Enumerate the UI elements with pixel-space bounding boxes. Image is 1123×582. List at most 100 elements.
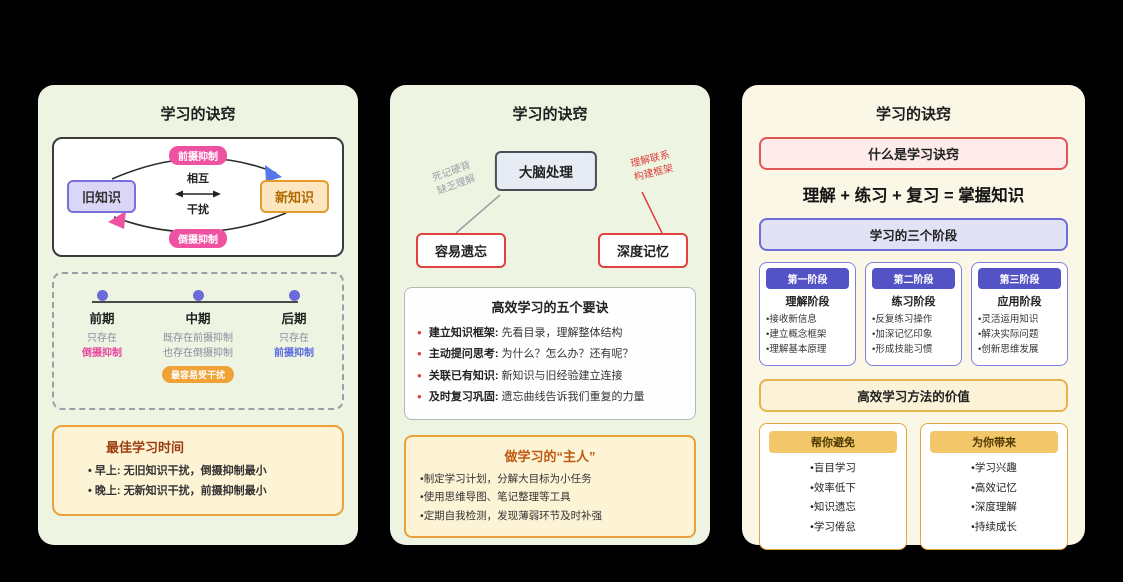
phase-label: 前期	[89, 312, 115, 326]
stage-card-1: 第一阶段 理解阶段 接收新信息 建立概念框架 理解基本原理	[759, 262, 856, 366]
list-item: 灵活运用知识	[978, 312, 1061, 327]
timeline-dot-icon	[96, 290, 108, 301]
list-item: 持续成长	[971, 518, 1017, 538]
page-title: 学习的诀窍	[160, 106, 236, 123]
stage-badge: 第二阶段	[872, 268, 955, 289]
learning-phase-timeline: 前期 只存在 倒摄抑制 中期 既存在前摄抑制 也存在倒摄抑制 最容易受干扰 后期…	[52, 272, 344, 410]
list-item: 形成技能习惯	[872, 342, 955, 357]
list-item: 理解基本原理	[766, 342, 849, 357]
learning-master-box: 做学习的“主人” 制定学习计划，分解大目标为小任务 使用思维导图、笔记整理等工具…	[404, 434, 696, 538]
stage-badge: 第一阶段	[766, 268, 849, 289]
phase-note: 也存在倒摄抑制	[163, 348, 233, 359]
list-item: 深度理解	[971, 498, 1017, 518]
phase-note: 只存在	[87, 333, 117, 344]
item-text: 新知识与旧经验建立连接	[501, 369, 623, 382]
list-item: ● 及时复习巩固:遗忘曲线告诉我们重复的力量	[417, 387, 683, 408]
three-stages-header: 学习的三个阶段	[759, 218, 1068, 251]
stage-badge: 第三阶段	[978, 268, 1061, 289]
phase-note: 只存在	[279, 333, 309, 344]
interfere-label: 干扰	[187, 204, 209, 217]
five-keys-title: 高效学习的五个要诀	[491, 300, 609, 315]
old-knowledge-box: 旧知识	[67, 180, 137, 213]
timeline-dot-icon	[288, 290, 300, 301]
red-dot-icon: ●	[417, 349, 422, 359]
panel-learning-stages: 学习的诀窍 什么是学习诀窍 理解 + 练习 + 复习 = 掌握知识 学习的三个阶…	[742, 85, 1085, 551]
list-item: 建立概念框架	[766, 327, 849, 342]
avoid-card: 帮你避免 盲目学习 效率低下 知识遗忘 学习倦怠	[759, 422, 907, 551]
value-row: 帮你避免 盲目学习 效率低下 知识遗忘 学习倦怠 为你带来 学习兴趣 高效记忆 …	[759, 422, 1068, 551]
item-text: 先看目录，理解整体结构	[501, 327, 623, 339]
item-label: 建立知识框架:	[428, 327, 499, 339]
what-is-tips-box: 什么是学习诀窍	[759, 137, 1068, 170]
red-dot-icon: ●	[417, 328, 422, 337]
knowledge-interference-diagram: 旧知识 新知识 相互 干扰 前摄抑制 倒摄抑制	[52, 137, 344, 257]
mutual-label: 相互	[187, 173, 209, 185]
list-item: 创新思维发展	[978, 342, 1061, 357]
phase-note: 倒摄抑制	[82, 348, 122, 359]
list-item: 学习兴趣	[971, 459, 1017, 479]
new-knowledge-box: 新知识	[259, 180, 329, 213]
stage-name: 应用阶段	[997, 296, 1042, 308]
double-arrow-icon	[175, 190, 221, 198]
brain-processing-box: 大脑处理	[494, 151, 597, 191]
list-item: 接收新信息	[766, 312, 849, 327]
item-label: 主动提问思考:	[428, 348, 499, 361]
list-item: ● 主动提问思考:为什么？怎么办？还有呢？	[417, 344, 683, 365]
timeline-phase-early: 前期 只存在 倒摄抑制	[54, 290, 150, 383]
mutual-interference-label: 相互 干扰	[175, 173, 221, 217]
retroactive-inhibition-badge: 倒摄抑制	[169, 229, 227, 248]
item-label: 及时复习巩固:	[428, 391, 499, 404]
list-item: 盲目学习	[810, 459, 856, 479]
stages-row: 第一阶段 理解阶段 接收新信息 建立概念框架 理解基本原理 第二阶段 练习阶段 …	[759, 262, 1068, 366]
learning-formula: 理解 + 练习 + 复习 = 掌握知识	[802, 187, 1025, 205]
stage-name: 理解阶段	[785, 296, 830, 308]
list-item: 知识遗忘	[810, 498, 856, 518]
list-item: 晚上: 无新知识干扰，前摄抑制最小	[88, 482, 328, 502]
diagram-connector-lines-icon	[455, 191, 663, 234]
panel-efficient-learning: 学习的诀窍 大脑处理 死记硬背 缺乏理解 理解联系 构建框架 容易遗忘 深度记忆…	[390, 85, 710, 545]
page-title: 学习的诀窍	[512, 106, 588, 123]
list-item: 高效记忆	[971, 479, 1017, 499]
avoid-header: 帮你避免	[769, 430, 897, 453]
method-value-header: 高效学习方法的价值	[759, 378, 1068, 412]
timeline-dot-icon	[192, 290, 204, 301]
list-item: 定期自我检测，发现薄弱环节及时补强	[420, 507, 680, 525]
bring-card: 为你带来 学习兴趣 高效记忆 深度理解 持续成长	[920, 422, 1068, 551]
list-item: 早上: 无旧知识干扰，倒摄抑制最小	[88, 462, 328, 482]
best-learning-time-box: 最佳学习时间 早上: 无旧知识干扰，倒摄抑制最小 晚上: 无新知识干扰，前摄抑制…	[52, 425, 344, 516]
list-item: 解决实际问题	[978, 327, 1061, 342]
item-text: 遗忘曲线告诉我们重复的力量	[501, 391, 645, 404]
best-time-title: 最佳学习时间	[106, 440, 185, 455]
bring-header: 为你带来	[930, 430, 1058, 453]
deep-memory-box: 深度记忆	[597, 233, 688, 268]
proactive-inhibition-badge: 前摄抑制	[169, 146, 227, 165]
list-item: 学习倦怠	[810, 518, 856, 538]
timeline-phase-late: 后期 只存在 前摄抑制	[246, 290, 342, 383]
easy-forget-box: 容易遗忘	[416, 233, 507, 268]
stage-card-3: 第三阶段 应用阶段 灵活运用知识 解决实际问题 创新思维发展	[971, 262, 1068, 366]
item-text: 为什么？怎么办？还有呢？	[501, 348, 634, 361]
most-interference-badge: 最容易受干扰	[161, 366, 234, 383]
red-dot-icon: ●	[417, 370, 422, 380]
item-label: 关联已有知识:	[428, 369, 499, 382]
stage-card-2: 第二阶段 练习阶段 反复练习操作 加深记忆印象 形成技能习惯	[865, 262, 962, 366]
phase-label: 中期	[185, 312, 211, 326]
brain-processing-diagram: 大脑处理 死记硬背 缺乏理解 理解联系 构建框架 容易遗忘 深度记忆	[404, 137, 696, 287]
panel-learning-interference: 学习的诀窍 旧知识 新知识 相互 干扰 前摄抑制 倒摄抑制 前期	[38, 85, 358, 545]
list-item: 反复练习操作	[872, 312, 955, 327]
list-item: 加深记忆印象	[872, 327, 955, 342]
timeline-line	[92, 301, 298, 303]
phase-note: 既存在前摄抑制	[163, 333, 233, 344]
timeline-phase-middle: 中期 既存在前摄抑制 也存在倒摄抑制 最容易受干扰	[150, 290, 246, 383]
five-keys-box: 高效学习的五个要诀 ● 建立知识框架:先看目录，理解整体结构 ● 主动提问思考:为什…	[404, 287, 696, 420]
phase-label: 后期	[281, 312, 307, 326]
stage-name: 练习阶段	[891, 296, 936, 308]
list-item: 使用思维导图、笔记整理等工具	[420, 488, 680, 506]
phase-note: 前摄抑制	[274, 348, 314, 359]
red-dot-icon: ●	[417, 392, 422, 402]
list-item: 效率低下	[810, 479, 856, 499]
list-item: 制定学习计划，分解大目标为小任务	[420, 470, 680, 488]
master-title: 做学习的“主人”	[504, 448, 596, 464]
list-item: ● 关联已有知识:新知识与旧经验建立连接	[417, 366, 683, 387]
page-title: 学习的诀窍	[875, 106, 951, 123]
